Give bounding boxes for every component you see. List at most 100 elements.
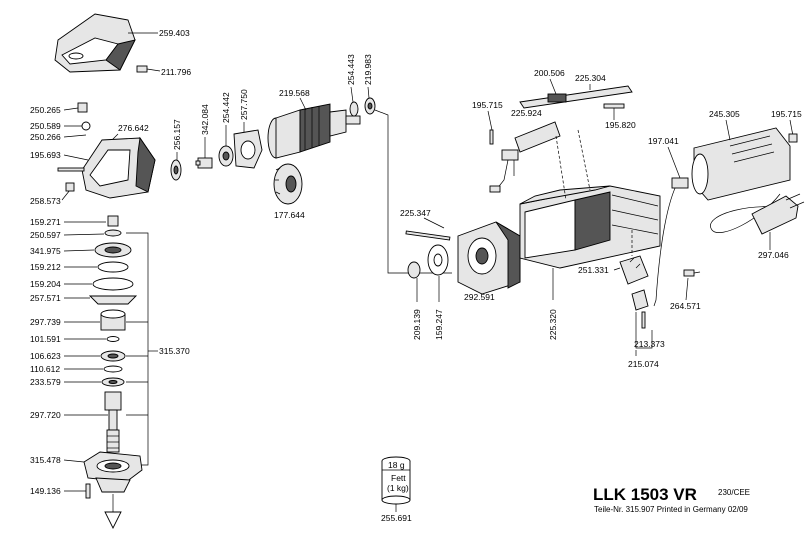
ring-part: [349, 101, 359, 117]
clamp-screw-part: [641, 311, 646, 329]
screw-part: [136, 65, 161, 73]
pin-part: [107, 215, 119, 227]
motor-housing-part: [519, 185, 661, 269]
label-254-442: 254.442: [221, 92, 231, 123]
label-315-370: 315.370: [159, 346, 190, 356]
label-225-304: 225.304: [575, 73, 606, 83]
label-254-443: 254.443: [346, 54, 356, 85]
label-245-305: 245.305: [709, 109, 740, 119]
switch-part: [489, 121, 561, 193]
label-219-568: 219.568: [279, 88, 310, 98]
flange-part: [88, 295, 138, 305]
handle-screw-part: [788, 133, 798, 143]
label-250-265: 250.265: [30, 105, 61, 115]
label-159-204: 159.204: [30, 279, 61, 289]
label-197-041: 197.041: [648, 136, 679, 146]
label-101-591: 101.591: [30, 334, 61, 344]
label-250-597: 250.597: [30, 230, 61, 240]
long-screw-part: [57, 167, 85, 172]
switch-screw-part: [489, 129, 494, 145]
parts-footer: Teile-Nr. 315.907 Printed in Germany 02/…: [594, 505, 748, 514]
label-177-644: 177.644: [274, 210, 305, 220]
label-149-136: 149.136: [30, 486, 61, 496]
label-219-983: 219.983: [363, 54, 373, 85]
label-159-212: 159.212: [30, 262, 61, 272]
label-195-715-right: 195.715: [771, 109, 802, 119]
bearing-part: [101, 377, 125, 387]
label-256-157: 256.157: [172, 119, 182, 150]
spacer-ring-part: [407, 261, 421, 279]
bearing-plate-part: [233, 129, 263, 169]
field-screw-part: [405, 230, 451, 241]
power-plug-part: [751, 193, 805, 235]
label-315-478: 315.478: [30, 455, 61, 465]
model-voltage: 230/CEE: [718, 488, 750, 497]
grease-weight: 18 g: [388, 460, 405, 470]
label-342-084: 342.084: [200, 104, 210, 135]
label-209-139: 209.139: [412, 309, 422, 340]
label-159-247: 159.247: [434, 309, 444, 340]
label-225-320: 225.320: [548, 309, 558, 340]
label-195-820: 195.820: [605, 120, 636, 130]
electronics-module-part: [619, 255, 649, 311]
pinion-part: [195, 157, 213, 169]
shim-part: [103, 365, 123, 373]
label-251-331: 251.331: [578, 265, 609, 275]
sleeve-part: [100, 309, 126, 331]
label-297-720: 297.720: [30, 410, 61, 420]
label-258-573: 258.573: [30, 196, 61, 206]
label-297-739: 297.739: [30, 317, 61, 327]
label-106-623: 106.623: [30, 351, 61, 361]
bearing-armature-part: [218, 145, 234, 167]
label-195-715-left: 195.715: [472, 100, 503, 110]
label-292-591: 292.591: [464, 292, 495, 302]
seal-ring-part: [92, 277, 134, 291]
bearing-flange-part: [83, 451, 143, 493]
spindle-part: [104, 391, 122, 453]
label-211-796: 211.796: [161, 67, 191, 77]
label-225-924: 225.924: [511, 108, 542, 118]
field-coil-part: [457, 221, 521, 295]
armature-part: [267, 103, 361, 159]
label-255-691: 255.691: [381, 513, 412, 523]
label-213-373: 213.373: [634, 339, 665, 349]
ball-bearing-part: [100, 350, 126, 362]
bevel-gear-part: [94, 242, 132, 258]
spacer-part: [170, 159, 182, 181]
label-259-403: 259.403: [159, 28, 190, 38]
label-200-506: 200.506: [534, 68, 565, 78]
label-341-975: 341.975: [30, 246, 61, 256]
brush-part: [683, 269, 701, 277]
label-297-046: 297.046: [758, 250, 789, 260]
switch-pin-part: [603, 103, 625, 109]
label-225-347: 225.347: [400, 208, 431, 218]
switch-slider-part: [519, 85, 633, 109]
gear-housing-part: [81, 136, 156, 199]
grease-amount: (1 kg): [387, 483, 409, 493]
label-159-271: 159.271: [30, 217, 61, 227]
felt-ring-part: [427, 244, 449, 276]
grease-label: Fett: [391, 473, 406, 483]
label-195-693: 195.693: [30, 150, 61, 160]
bearing-small-part: [104, 229, 122, 237]
retaining-ring-part: [106, 336, 120, 342]
gear-cover-part: [54, 13, 136, 73]
direction-arrow-icon: [104, 511, 122, 530]
label-257-750: 257.750: [239, 89, 249, 120]
label-276-642: 276.642: [118, 123, 149, 133]
label-250-589: 250.589: [30, 121, 61, 131]
o-ring-part: [81, 121, 91, 131]
drive-gear-part: [273, 163, 303, 205]
plug-part: [77, 102, 88, 113]
label-257-571: 257.571: [30, 293, 61, 303]
washer-part: [97, 261, 129, 273]
label-250-266: 250.266: [30, 132, 61, 142]
armature-bearing-part: [364, 97, 376, 115]
label-264-571: 264.571: [670, 301, 701, 311]
label-215-074: 215.074: [628, 359, 659, 369]
model-title: LLK 1503 VR: [593, 485, 697, 504]
flange-screw-part: [85, 483, 91, 499]
label-110-612: 110.612: [30, 364, 60, 374]
power-cable-part: [653, 177, 791, 307]
